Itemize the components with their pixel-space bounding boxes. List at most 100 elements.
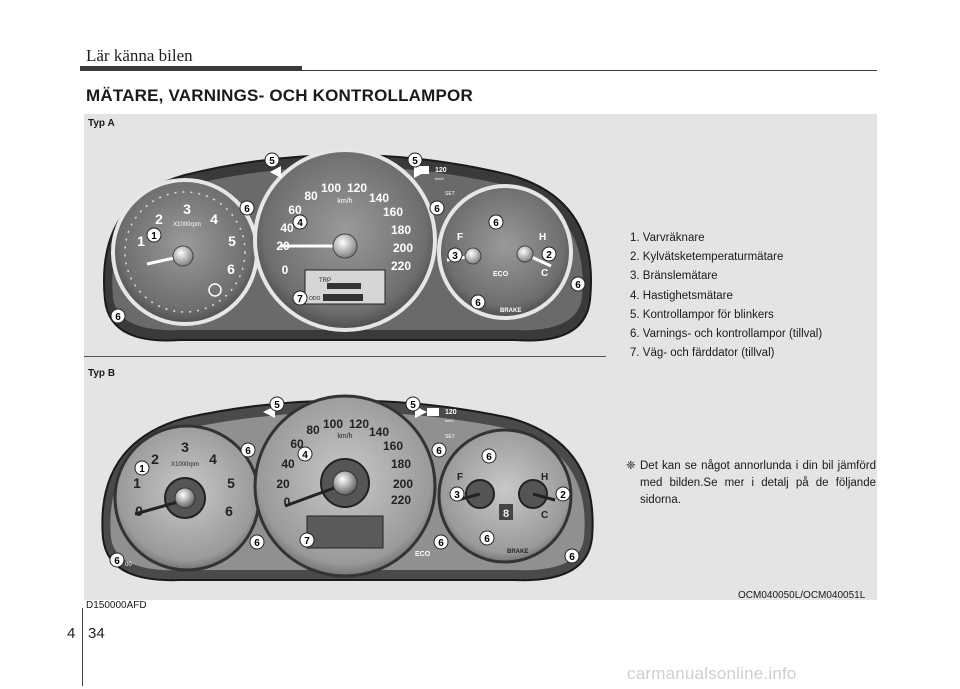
callout-a-7: 7 bbox=[297, 294, 303, 305]
speed-a-tick-0: 0 bbox=[282, 263, 289, 277]
section-title: MÄTARE, VARNINGS- OCH KONTROLLAMPOR bbox=[86, 86, 473, 105]
callout-b-3: 3 bbox=[454, 490, 460, 501]
speed-b-tick-220: 220 bbox=[391, 493, 411, 507]
callout-a-4: 4 bbox=[297, 218, 303, 229]
speed-a-tick-180: 180 bbox=[391, 223, 411, 237]
tacho-a-tick-4: 4 bbox=[210, 211, 218, 227]
tacho-b-tick-5: 5 bbox=[227, 475, 235, 491]
speed-a-unit: km/h bbox=[337, 198, 352, 205]
callout-b-6: 6 bbox=[436, 446, 442, 457]
page-number: 34 bbox=[88, 625, 105, 642]
callout-b-6: 6 bbox=[486, 452, 492, 463]
tacho-b-tick-1: 1 bbox=[133, 475, 141, 491]
speed-a-tick-160: 160 bbox=[383, 205, 403, 219]
lcd-odo-label: ODO bbox=[309, 296, 321, 302]
legend-item: 3. Bränslemätare bbox=[630, 270, 718, 283]
watermark: carmanualsonline.info bbox=[627, 664, 797, 683]
brake-a-indicator: BRAKE bbox=[500, 308, 521, 314]
set-a-indicator: SET bbox=[445, 191, 455, 197]
callout-a-3: 3 bbox=[452, 251, 458, 262]
cruise-a-unit: km/h bbox=[435, 176, 444, 181]
legend-list: 1. Varvräknare 2. Kylvätsketemperaturmät… bbox=[630, 229, 822, 363]
lcd-trip-label: TRP bbox=[319, 278, 331, 284]
tacho-a-tick-6: 6 bbox=[227, 261, 235, 277]
callout-b-4: 4 bbox=[302, 450, 308, 461]
speed-a-tick-100: 100 bbox=[321, 181, 341, 195]
callout-a-6: 6 bbox=[475, 298, 481, 309]
callout-a-6: 6 bbox=[434, 204, 440, 215]
speed-a-tick-60: 60 bbox=[288, 203, 302, 217]
speed-a-tick-80: 80 bbox=[304, 189, 318, 203]
speed-b-tick-120: 120 bbox=[349, 417, 369, 431]
cruise-b-speed: 120 bbox=[445, 409, 457, 416]
chapter-number: 4 bbox=[67, 625, 76, 642]
callout-a-1: 1 bbox=[151, 231, 157, 242]
callout-b-6: 6 bbox=[569, 552, 575, 563]
header-rule-thick bbox=[80, 66, 302, 71]
tacho-b-tick-3: 3 bbox=[181, 439, 189, 455]
footer-divider bbox=[82, 608, 83, 686]
callout-a-2: 2 bbox=[546, 250, 552, 261]
figure-code-left: D150000AFD bbox=[86, 600, 147, 611]
callout-b-6: 6 bbox=[254, 538, 260, 549]
speed-a-tick-200: 200 bbox=[393, 241, 413, 255]
type-b-label: Typ B bbox=[88, 368, 116, 379]
speed-a-tick-220: 220 bbox=[391, 259, 411, 273]
speed-b-tick-0: 0 bbox=[284, 495, 291, 509]
note-block: ❈ Det kan se något annorlunda i din bil … bbox=[626, 458, 876, 509]
tacho-a-tick-3: 3 bbox=[183, 201, 191, 217]
fuel-a-full-label: F bbox=[457, 232, 463, 243]
eco-a-indicator: ECO bbox=[493, 271, 509, 278]
speed-b-tick-60: 60 bbox=[290, 437, 304, 451]
cruise-a-speed: 120 bbox=[435, 167, 447, 174]
figure-code-right: OCM040050L/OCM040051L bbox=[738, 590, 866, 601]
type-a-label: Typ A bbox=[88, 118, 115, 129]
note-mark-icon: ❈ bbox=[626, 460, 636, 472]
callout-b-2: 2 bbox=[560, 490, 566, 501]
instrument-cluster-b: 0 1 2 3 4 5 6 X1000rpm 0 20 40 60 80 100… bbox=[101, 394, 594, 582]
tpms-warning-icon bbox=[208, 283, 222, 297]
callout-b-1: 1 bbox=[139, 464, 145, 475]
temp-a-cold-label: C bbox=[541, 268, 548, 279]
callout-b-5-right: 5 bbox=[410, 400, 416, 411]
callout-b-6: 6 bbox=[438, 538, 444, 549]
speed-b-tick-140: 140 bbox=[369, 425, 389, 439]
speed-b-tick-100: 100 bbox=[323, 417, 343, 431]
callout-b-7: 7 bbox=[304, 536, 310, 547]
chapter-title: Lär känna bilen bbox=[86, 46, 193, 65]
legend-item: 4. Hastighetsmätare bbox=[630, 289, 733, 302]
callout-b-5-left: 5 bbox=[274, 400, 280, 411]
instrument-cluster-a: 1 2 3 4 5 6 X1000rpm 0 20 40 60 80 100 1… bbox=[103, 148, 592, 342]
tacho-b-unit: X1000rpm bbox=[171, 462, 199, 468]
callout-b-6: 6 bbox=[245, 446, 251, 457]
callout-a-5-right: 5 bbox=[412, 156, 418, 167]
tacho-a-tick-1: 1 bbox=[137, 233, 145, 249]
legend-item: 6. Varnings- och kontrollampor (tillval) bbox=[630, 328, 823, 341]
speed-b-tick-80: 80 bbox=[306, 423, 320, 437]
figure-divider bbox=[84, 356, 606, 357]
cluster-a-temp-fuel-gauge bbox=[437, 184, 573, 320]
turn-left-a-icon bbox=[270, 166, 281, 178]
tacho-b-tick-0: 0 bbox=[135, 503, 143, 519]
callout-a-6: 6 bbox=[244, 204, 250, 215]
callout-a-6: 6 bbox=[575, 280, 581, 291]
legend-item: 1. Varvräknare bbox=[630, 232, 705, 244]
callout-b-6: 6 bbox=[114, 556, 120, 567]
temp-b-hot-label: H bbox=[541, 472, 548, 483]
callout-a-6: 6 bbox=[115, 312, 121, 323]
speed-a-tick-120: 120 bbox=[347, 181, 367, 195]
legend-item: 5. Kontrollampor för blinkers bbox=[630, 308, 774, 321]
tacho-b-tick-4: 4 bbox=[209, 451, 217, 467]
gear-indicator: 8 bbox=[503, 508, 509, 520]
eco-b-indicator: ECO bbox=[415, 551, 431, 558]
legend-item: 7. Väg- och färddator (tillval) bbox=[630, 347, 775, 360]
set-b-indicator: SET bbox=[445, 434, 455, 440]
speed-b-tick-180: 180 bbox=[391, 457, 411, 471]
tacho-a-tick-5: 5 bbox=[228, 233, 236, 249]
callout-a-6: 6 bbox=[493, 218, 499, 229]
note-text: Det kan se något annorlunda i din bil jä… bbox=[640, 460, 876, 506]
speed-b-unit: km/h bbox=[337, 433, 352, 440]
cruise-b-icon bbox=[427, 408, 439, 416]
cluster-b-lcd bbox=[306, 515, 384, 549]
turn-right-a-icon bbox=[414, 166, 425, 178]
